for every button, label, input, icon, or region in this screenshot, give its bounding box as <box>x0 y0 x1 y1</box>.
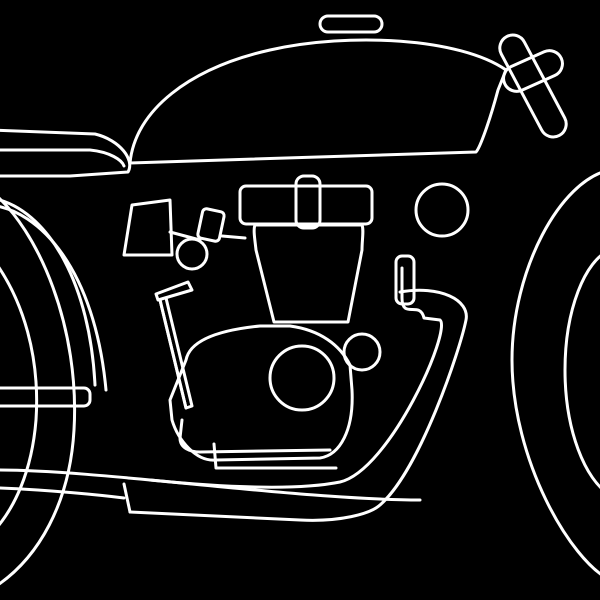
rear-wheel <box>0 196 108 586</box>
exhaust-pipe <box>122 482 132 514</box>
front-wheel <box>510 171 600 576</box>
engine-cylinder <box>252 223 365 324</box>
front-fork <box>498 33 568 139</box>
fuel-cap <box>318 14 384 34</box>
fuel-tank <box>128 38 508 165</box>
engine-cover-bolt <box>342 332 382 372</box>
carb-intake <box>196 207 226 243</box>
exhaust-header <box>148 266 443 489</box>
headlight <box>414 182 470 238</box>
carburetor <box>122 198 174 257</box>
motorcycle-lines <box>0 14 600 586</box>
footpeg <box>0 386 92 408</box>
spark-plug <box>294 174 322 230</box>
clutch-cover <box>268 344 336 412</box>
seat <box>0 128 132 178</box>
exhaust-clamp <box>394 254 416 306</box>
